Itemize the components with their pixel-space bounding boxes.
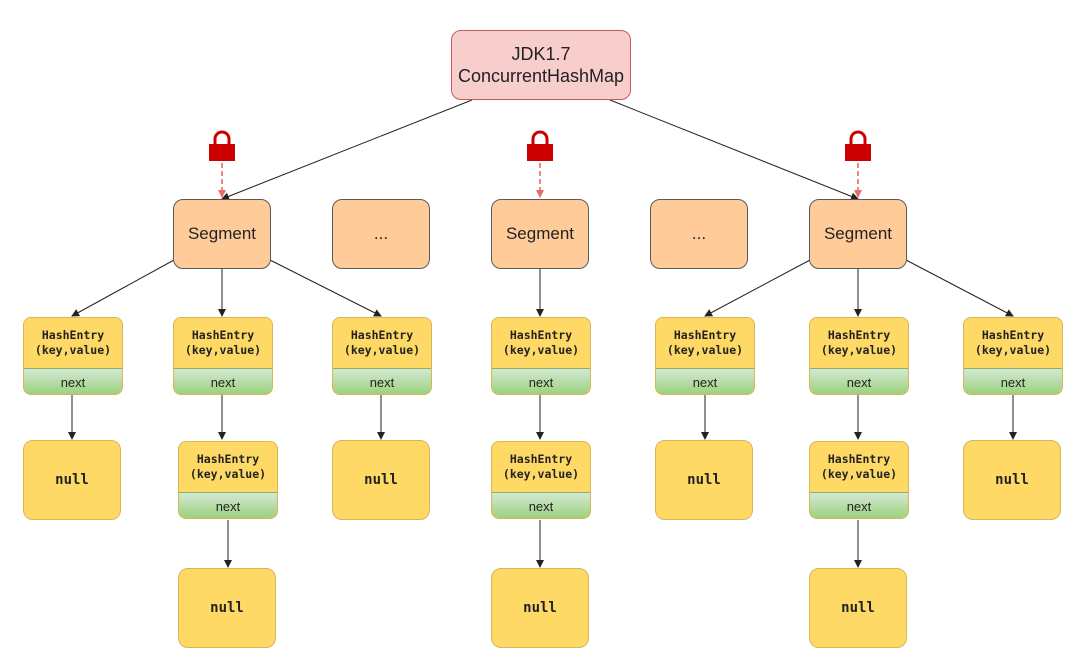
null-node: null [178,568,276,648]
null-label: null [210,600,244,616]
null-node: null [809,568,907,648]
null-node: null [655,440,753,520]
root-node: JDK1.7 ConcurrentHashMap [451,30,631,100]
ellipsis-node: ... [650,199,748,269]
segment-label: Segment [505,224,575,243]
null-label: null [55,472,89,488]
null-label: null [841,600,875,616]
entry-title: HashEntry [827,452,891,466]
edge-seg1-entry-c [269,259,382,317]
segment-node: Segment [491,199,589,269]
segment-node: Segment [809,199,907,269]
root-title-line2: ConcurrentHashMap [457,66,625,86]
entry-title: HashEntry [509,328,573,342]
null-node: null [332,440,430,520]
entry-title: HashEntry [827,328,891,342]
next-field: next [810,368,908,394]
segment-label: Segment [823,224,893,243]
next-field: next [656,368,754,394]
hash-entry: HashEntry(key,value) next [809,441,909,519]
entry-title: HashEntry [191,328,255,342]
entry-title: HashEntry [41,328,105,342]
hash-entry: HashEntry(key,value) next [809,317,909,395]
entry-title: HashEntry [196,452,260,466]
entry-title: HashEntry [981,328,1045,342]
edge-seg3-entry-a [704,259,811,317]
entry-kv: (key,value) [34,343,112,357]
hash-entry: HashEntry(key,value) next [655,317,755,395]
null-label: null [523,600,557,616]
edge-root-segment-1 [221,99,473,201]
edge-seg3-entry-c [905,259,1014,317]
entry-kv: (key,value) [502,343,580,357]
null-label: null [364,472,398,488]
hash-entry: HashEntry(key,value) next [491,441,591,519]
edge-seg1-entry-a [71,259,175,317]
hash-entry: HashEntry(key,value) next [173,317,273,395]
next-field: next [492,368,590,394]
hash-entry: HashEntry(key,value) next [178,441,278,519]
entry-kv: (key,value) [820,467,898,481]
edge-root-segment-3 [609,99,859,201]
entry-kv: (key,value) [502,467,580,481]
lock-icon [527,130,553,161]
entry-kv: (key,value) [820,343,898,357]
hash-entry: HashEntry(key,value) next [23,317,123,395]
entry-title: HashEntry [350,328,414,342]
entry-kv: (key,value) [343,343,421,357]
entry-kv: (key,value) [666,343,744,357]
segment-node: Segment [173,199,271,269]
entry-title: HashEntry [673,328,737,342]
next-field: next [964,368,1062,394]
null-label: null [687,472,721,488]
null-label: null [995,472,1029,488]
segment-label: Segment [187,224,257,243]
null-node: null [963,440,1061,520]
hash-entry: HashEntry(key,value) next [963,317,1063,395]
hash-entry: HashEntry(key,value) next [491,317,591,395]
entry-title: HashEntry [509,452,573,466]
entry-kv: (key,value) [974,343,1052,357]
next-field: next [492,492,590,518]
root-title-line1: JDK1.7 [511,44,571,64]
null-node: null [491,568,589,648]
ellipsis-node: ... [332,199,430,269]
ellipsis-label: ... [373,224,389,243]
next-field: next [333,368,431,394]
next-field: next [179,492,277,518]
entry-kv: (key,value) [189,467,267,481]
next-field: next [24,368,122,394]
lock-icon [845,130,871,161]
hash-entry: HashEntry(key,value) next [332,317,432,395]
next-field: next [174,368,272,394]
entry-kv: (key,value) [184,343,262,357]
ellipsis-label: ... [691,224,707,243]
lock-icon [209,130,235,161]
null-node: null [23,440,121,520]
next-field: next [810,492,908,518]
